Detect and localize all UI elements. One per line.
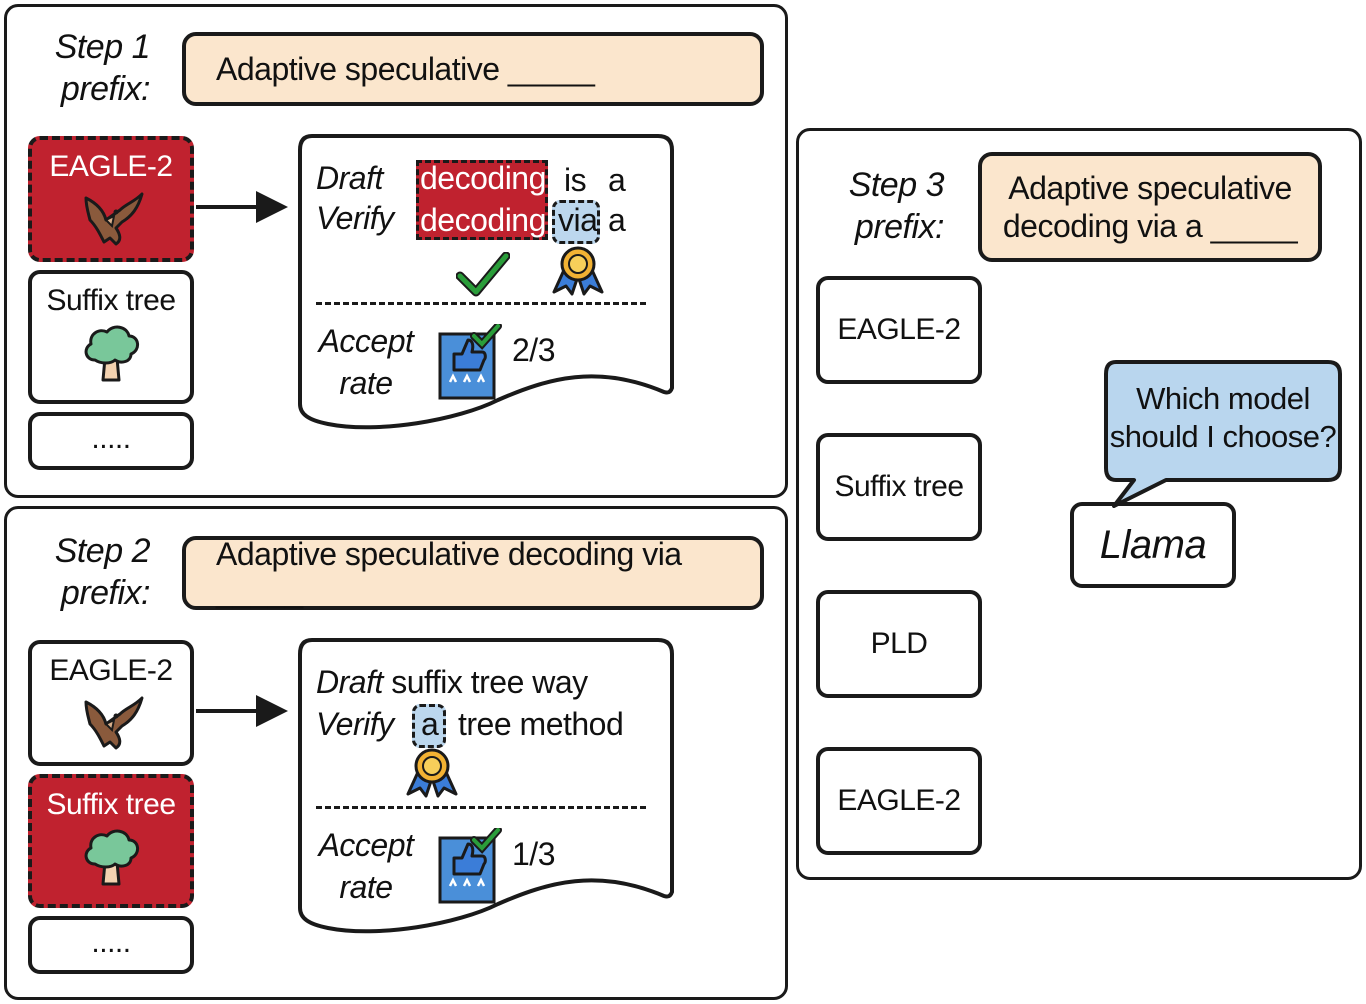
step1-draft-token-1: decoding bbox=[420, 160, 546, 196]
step2-model-eagle2[interactable]: EAGLE-2 bbox=[28, 640, 194, 766]
step3-choice-1[interactable]: EAGLE-2 bbox=[816, 276, 982, 384]
step2-prefix-text: Adaptive speculative decoding via _____ bbox=[216, 536, 682, 609]
step2-separator bbox=[316, 806, 646, 809]
medal-icon bbox=[550, 244, 606, 301]
step3-llm-label: Llama bbox=[1099, 522, 1207, 567]
bird-icon bbox=[32, 190, 190, 254]
step3-choice-3[interactable]: PLD bbox=[816, 590, 982, 698]
step2-model-eagle2-label: EAGLE-2 bbox=[49, 654, 173, 687]
step1-model-more[interactable]: ..... bbox=[28, 412, 194, 470]
step3-choice-3-label: PLD bbox=[870, 627, 928, 660]
step2-verify-label: Verify bbox=[316, 706, 394, 742]
step2-verify-row: Verify bbox=[316, 706, 394, 743]
step3-choice-4-label: EAGLE-2 bbox=[837, 784, 961, 817]
step2-label: Step 2 prefix: bbox=[54, 532, 151, 612]
step1-verify-row: Verify bbox=[316, 200, 394, 237]
step3-question: Which model should I choose? bbox=[1109, 381, 1337, 454]
step1-verify-card: Draft Verify decoding decoding is a via … bbox=[298, 134, 674, 434]
step2-prefix-box: Adaptive speculative decoding via _____ bbox=[182, 536, 764, 610]
step3-choice-1-label: EAGLE-2 bbox=[837, 313, 961, 346]
step1-verify-token-3: a bbox=[608, 202, 626, 238]
step1-prefix-text: Adaptive speculative _____ bbox=[216, 50, 595, 87]
step3-llm-box[interactable]: Llama bbox=[1070, 502, 1236, 588]
step1-prefix-box: Adaptive speculative _____ bbox=[182, 32, 764, 106]
step2-verify-rest: tree method bbox=[458, 706, 624, 742]
step3-label: Step 3 prefix: bbox=[848, 166, 945, 246]
step1-label: Step 1 prefix: bbox=[54, 28, 151, 108]
step1-verify-token-2: via bbox=[558, 202, 598, 238]
step2-model-more-label: ..... bbox=[91, 926, 131, 959]
medal-icon bbox=[404, 746, 460, 803]
step2-draft-row: Draft suffix tree way bbox=[316, 664, 588, 701]
step1-draft-row: Draft bbox=[316, 160, 383, 197]
step1-rejected-token-box bbox=[552, 200, 600, 244]
check-icon bbox=[455, 251, 511, 303]
step2-draft-label: Draft bbox=[316, 664, 383, 700]
step2-verify-token: a bbox=[421, 706, 439, 742]
step2-accept-label: Accept rate bbox=[318, 827, 414, 905]
step2-model-more[interactable]: ..... bbox=[28, 916, 194, 974]
step3-speech-bubble: Which model should I choose? bbox=[1100, 358, 1346, 508]
step3-choice-2-label: Suffix tree bbox=[834, 470, 964, 503]
step1-draft-token-2: is bbox=[564, 162, 587, 198]
step3-prefix-text: Adaptive speculative decoding via a ____… bbox=[1002, 170, 1298, 244]
bird-icon bbox=[32, 694, 190, 758]
step2-model-suffix-tree-label: Suffix tree bbox=[46, 788, 176, 821]
tree-icon bbox=[32, 828, 190, 894]
step3-prefix-box: Adaptive speculative decoding via a ____… bbox=[978, 152, 1322, 262]
step1-model-eagle2-label: EAGLE-2 bbox=[49, 150, 173, 183]
step3-choice-2[interactable]: Suffix tree bbox=[816, 433, 982, 541]
step2-model-suffix-tree[interactable]: Suffix tree bbox=[28, 774, 194, 908]
step1-accept-value: 2/3 bbox=[512, 332, 555, 368]
tree-icon bbox=[32, 324, 190, 390]
step1-verify-label: Verify bbox=[316, 200, 394, 236]
step1-draft-token-3: a bbox=[608, 162, 626, 198]
step1-separator bbox=[316, 302, 646, 305]
step2-draft-tokens: suffix tree way bbox=[391, 664, 588, 700]
step2-verify-card: Draft suffix tree way Verify a tree meth… bbox=[298, 638, 674, 938]
step1-verify-token-1: decoding bbox=[420, 202, 546, 238]
step1-model-suffix-tree[interactable]: Suffix tree bbox=[28, 270, 194, 404]
thumbs-up-badge-icon bbox=[436, 826, 502, 909]
step1-accept-label: Accept rate bbox=[318, 323, 414, 401]
step1-model-suffix-tree-label: Suffix tree bbox=[46, 284, 176, 317]
step3-choice-4[interactable]: EAGLE-2 bbox=[816, 747, 982, 855]
step1-model-eagle2[interactable]: EAGLE-2 bbox=[28, 136, 194, 262]
step2-accept-value: 1/3 bbox=[512, 836, 555, 872]
step1-draft-label: Draft bbox=[316, 160, 383, 196]
step1-accepted-token-block bbox=[416, 160, 548, 240]
thumbs-up-badge-icon bbox=[436, 322, 502, 405]
step2-rejected-token-box bbox=[412, 704, 446, 748]
step1-model-more-label: ..... bbox=[91, 422, 131, 455]
